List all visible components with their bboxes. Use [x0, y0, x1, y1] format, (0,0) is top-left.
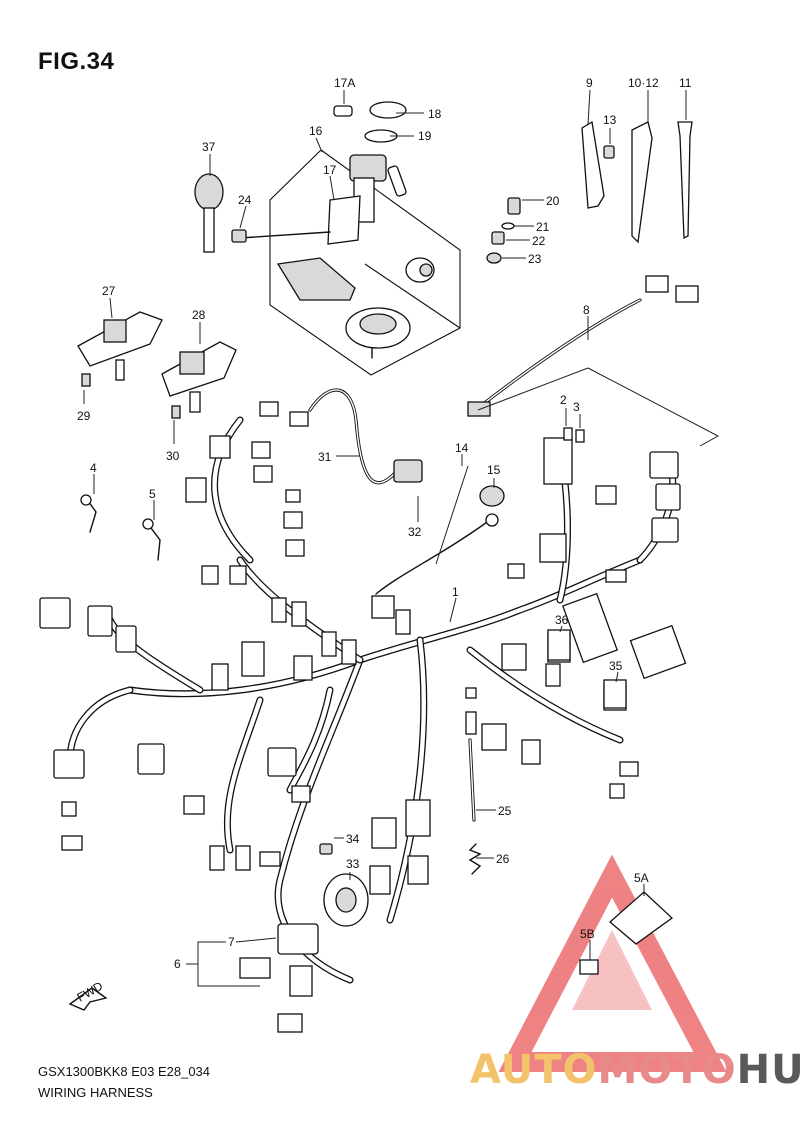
- watermark-part-1: AUTO: [470, 1047, 598, 1093]
- lead-harness: [476, 298, 642, 410]
- callout-26: 26: [496, 852, 510, 866]
- callout-36: 36: [555, 613, 569, 627]
- callout-9: 9: [586, 76, 593, 90]
- callout-17A: 17A: [334, 76, 355, 90]
- ground-wire: [375, 519, 491, 595]
- key-icon: [194, 173, 224, 253]
- sub-harness: [259, 388, 423, 485]
- nut-icon: [491, 231, 505, 245]
- callout-15: 15: [487, 463, 501, 477]
- callout-34: 34: [346, 832, 360, 846]
- callout-5B: 5B: [580, 927, 595, 941]
- callout-1: 1: [452, 585, 459, 599]
- watermark-part-3: HUB: [736, 1047, 800, 1093]
- callout-3: 3: [573, 400, 580, 414]
- main-wiring-harness: [66, 416, 677, 984]
- ignition-set-frame: [269, 149, 461, 376]
- relay-icon: [547, 629, 571, 661]
- callout-14: 14: [455, 441, 469, 455]
- callout-27: 27: [102, 284, 116, 298]
- callout-25: 25: [498, 804, 512, 818]
- callout-19: 19: [418, 129, 432, 143]
- screw-icon: [231, 229, 247, 243]
- callout-10-12: 10·12: [628, 76, 659, 90]
- fuse-icon: [575, 429, 585, 443]
- left-handlebar-switch: [77, 311, 163, 381]
- fuel-cap-lock: [345, 307, 411, 359]
- relay-assembly: [239, 923, 319, 1033]
- fuse-icon: [563, 427, 573, 441]
- ground-boot: [479, 485, 505, 507]
- watermark-part-2: MOTO: [597, 1047, 737, 1093]
- nut-icon: [319, 843, 333, 855]
- washer-icon: [501, 222, 515, 230]
- bolt-icon: [507, 197, 521, 215]
- callout-37: 37: [202, 140, 216, 154]
- cable-tie-icon: [677, 121, 693, 240]
- callout-labels: 1 2 3 4 5 5A 5B 6 7 8 9 10·12 11 13 14 1…: [77, 76, 692, 971]
- callout-28: 28: [192, 308, 206, 322]
- forward-direction-badge: FWD: [68, 979, 108, 1011]
- callout-11: 11: [679, 76, 692, 90]
- relay-icon: [603, 679, 627, 709]
- grommet-icon: [486, 252, 502, 264]
- bushing-icon: [333, 105, 353, 117]
- callout-18: 18: [428, 107, 442, 121]
- screw-icon: [171, 405, 181, 419]
- leader-lines: [83, 89, 720, 987]
- callout-5A: 5A: [634, 871, 649, 885]
- pad-icon: [609, 891, 674, 945]
- callout-22: 22: [532, 234, 546, 248]
- clamp-small-icon: [147, 523, 161, 561]
- callout-33: 33: [346, 857, 360, 871]
- clamp-icon: [631, 121, 653, 244]
- callout-13: 13: [603, 113, 617, 127]
- callout-17: 17: [323, 163, 337, 177]
- watermark-logo: [498, 854, 727, 1072]
- figure-title: FIG.34: [38, 48, 115, 75]
- callout-8: 8: [583, 303, 590, 317]
- spring-icon: [468, 843, 482, 875]
- callout-16: 16: [309, 124, 323, 138]
- callout-24: 24: [238, 193, 252, 207]
- watermark-text: AUTOMOTOHUB: [470, 1047, 800, 1093]
- clip-icon: [603, 145, 615, 159]
- figure-name: WIRING HARNESS: [38, 1085, 153, 1100]
- callout-4: 4: [90, 461, 97, 475]
- callout-5: 5: [149, 487, 156, 501]
- callout-30: 30: [166, 449, 180, 463]
- callout-21: 21: [536, 220, 550, 234]
- callout-2: 2: [560, 393, 567, 407]
- callout-6: 6: [174, 957, 181, 971]
- callout-7: 7: [228, 935, 235, 949]
- pad-icon: [579, 959, 599, 975]
- ignition-switch: [239, 154, 407, 301]
- callout-20: 20: [546, 194, 560, 208]
- callout-35: 35: [609, 659, 623, 673]
- seal-icon: [369, 101, 407, 119]
- callout-32: 32: [408, 525, 422, 539]
- figure-code: GSX1300BKK8 E03 E28_034: [38, 1064, 211, 1079]
- lock-cylinder: [405, 257, 435, 283]
- connectors: [39, 435, 687, 895]
- callout-31: 31: [318, 450, 332, 464]
- screw-icon: [81, 373, 91, 387]
- right-handlebar-switch: [161, 341, 237, 413]
- callout-23: 23: [528, 252, 542, 266]
- bracket-icon: [581, 120, 605, 209]
- callout-29: 29: [77, 409, 91, 423]
